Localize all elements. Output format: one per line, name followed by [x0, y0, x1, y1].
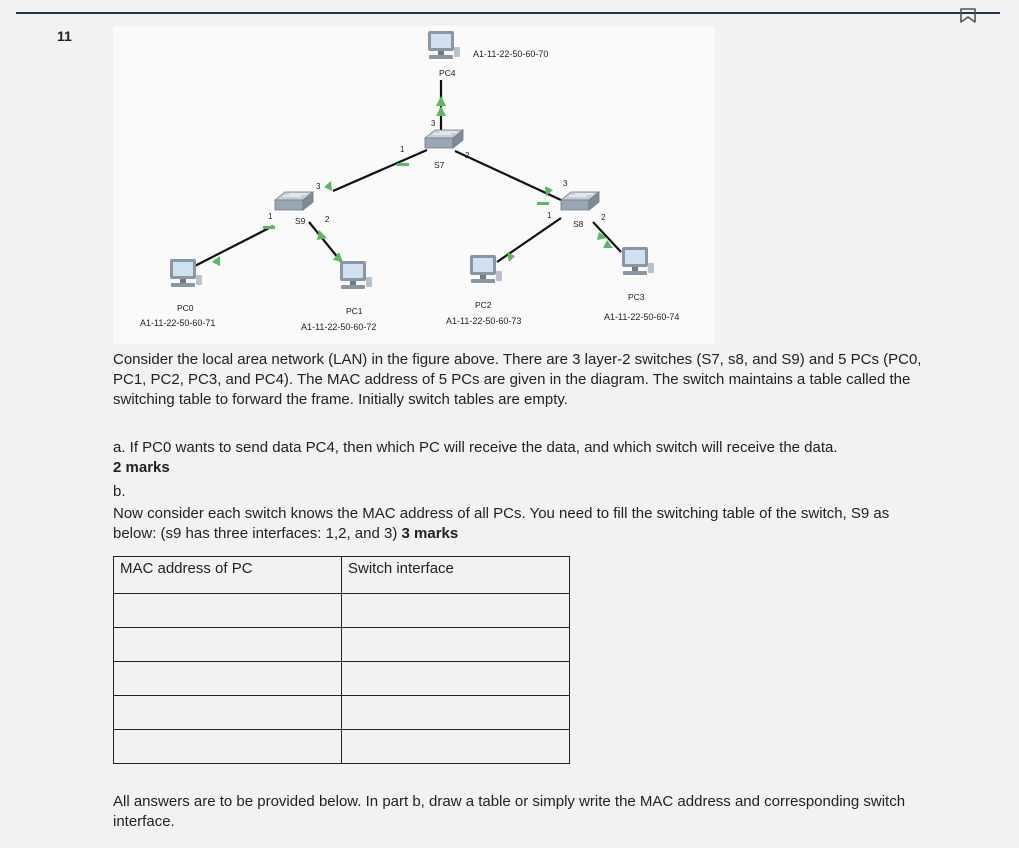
link-s7-s8 — [454, 150, 562, 201]
top-divider — [16, 12, 1000, 14]
s7-port-1: 1 — [400, 145, 405, 154]
interface-cell[interactable] — [341, 627, 570, 662]
interface-cell[interactable] — [341, 661, 570, 696]
s8-port-2: 2 — [601, 213, 606, 222]
s9-port-2: 2 — [325, 215, 330, 224]
port-indicator — [597, 232, 607, 240]
table-row — [113, 627, 570, 662]
link-s8-pc3 — [592, 221, 622, 253]
port-indicator — [545, 186, 553, 196]
port-indicator — [537, 202, 549, 205]
s9-port-1: 1 — [268, 212, 273, 221]
pc4-mac: A1-11-22-50-60-70 — [473, 49, 548, 59]
port-indicator — [317, 230, 327, 240]
port-indicator — [397, 163, 409, 166]
port-indicator — [263, 226, 275, 229]
pc4-device[interactable] — [428, 31, 460, 59]
pc0-mac: A1-11-22-50-60-71 — [140, 318, 215, 328]
table-header-row: MAC address of PC Switch interface — [113, 556, 570, 594]
mac-cell[interactable] — [113, 695, 342, 730]
s9-port-3: 3 — [316, 182, 321, 191]
links — [184, 80, 622, 272]
link-s9-pc0 — [184, 225, 274, 272]
switch-s8-label: S8 — [573, 219, 584, 229]
table-row — [113, 661, 570, 696]
part-b-marks: 3 marks — [401, 525, 459, 542]
mac-cell[interactable] — [113, 593, 342, 628]
pc3-device[interactable] — [622, 247, 654, 275]
s7-port-3: 3 — [431, 119, 436, 128]
table-row — [113, 593, 570, 628]
pc1-label: PC1 — [346, 306, 363, 316]
network-diagram: S7 S9 S8 1 2 3 1 2 3 1 2 3 PC4 PC0 PC1 P… — [113, 26, 715, 344]
port-indicator — [212, 256, 220, 266]
port-indicator — [436, 96, 446, 106]
switch-s7-label: S7 — [434, 160, 445, 170]
part-a: a. If PC0 wants to send data PC4, then w… — [113, 438, 933, 478]
table-row — [113, 695, 570, 730]
part-a-marks: 2 marks — [113, 459, 170, 476]
header-mac-address: MAC address of PC — [113, 556, 342, 594]
s8-port-1: 1 — [547, 211, 552, 220]
flag-icon[interactable] — [958, 6, 978, 26]
s8-port-3: 3 — [563, 179, 568, 188]
pc1-device[interactable] — [340, 261, 372, 289]
mac-cell[interactable] — [113, 729, 342, 764]
pc0-label: PC0 — [177, 303, 194, 313]
interface-cell[interactable] — [341, 729, 570, 764]
part-b-text: Now consider each switch knows the MAC a… — [113, 505, 890, 542]
pc0-device[interactable] — [170, 259, 202, 287]
port-indicator — [603, 240, 613, 248]
header-switch-interface: Switch interface — [341, 556, 570, 594]
interface-cell[interactable] — [341, 695, 570, 730]
question-number: 11 — [57, 28, 72, 44]
answer-instructions: All answers are to be provided below. In… — [113, 793, 906, 830]
port-indicator — [507, 252, 515, 262]
part-a-text: a. If PC0 wants to send data PC4, then w… — [113, 439, 838, 456]
s7-port-2: 2 — [465, 151, 470, 160]
pc3-label: PC3 — [628, 292, 645, 302]
question-intro: Consider the local area network (LAN) in… — [113, 351, 922, 408]
link-s8-pc2 — [496, 217, 562, 263]
pc2-mac: A1-11-22-50-60-73 — [446, 316, 521, 326]
table-row — [113, 729, 570, 764]
part-b: Now consider each switch knows the MAC a… — [113, 504, 933, 544]
pc2-label: PC2 — [475, 300, 492, 310]
mac-cell[interactable] — [113, 627, 342, 662]
link-s7-s9 — [332, 148, 428, 193]
switch-s9-label: S9 — [295, 216, 306, 226]
interface-cell[interactable] — [341, 593, 570, 628]
mac-cell[interactable] — [113, 661, 342, 696]
pc2-device[interactable] — [470, 255, 502, 283]
switching-table: MAC address of PC Switch interface — [113, 556, 570, 764]
port-indicator — [324, 181, 332, 191]
switch-s8[interactable] — [560, 191, 600, 211]
port-indicators — [212, 96, 613, 266]
part-b-label: b. — [113, 483, 126, 500]
pc4-label: PC4 — [439, 68, 456, 78]
pc3-mac: A1-11-22-50-60-74 — [604, 312, 679, 322]
pc1-mac: A1-11-22-50-60-72 — [301, 322, 376, 332]
port-indicator — [333, 252, 343, 262]
switch-s7[interactable] — [424, 129, 464, 149]
port-indicator — [436, 106, 446, 116]
switch-s9[interactable] — [274, 191, 314, 211]
